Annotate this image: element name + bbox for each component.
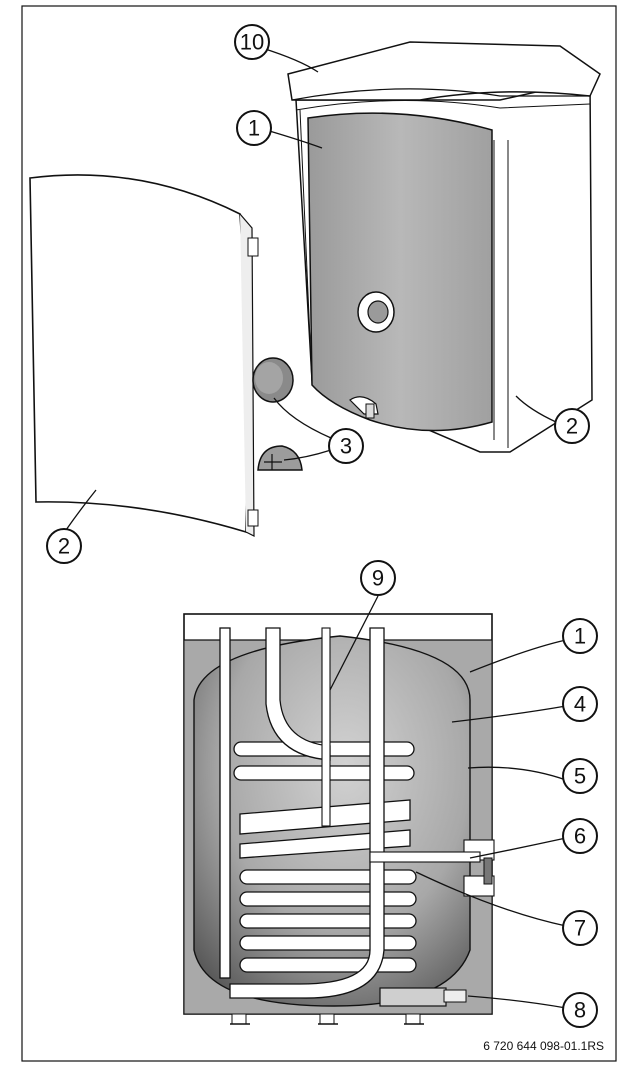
callout-5: 5 [562,758,598,794]
callout-10: 10 [234,24,270,60]
callout-2-right: 2 [554,408,590,444]
sensor-well [321,627,331,827]
leader-lines [65,47,567,1009]
callout-4: 4 [562,686,598,722]
callout-4-label: 4 [574,692,586,717]
callout-2-left-label: 2 [58,534,70,559]
figure-frame [21,5,617,1062]
callout-3: 3 [328,428,364,464]
callout-5-label: 5 [574,764,586,789]
callout-1-top: 1 [236,110,272,146]
callout-1-bottom-label: 1 [574,624,586,649]
callout-8: 8 [562,992,598,1028]
callout-9: 9 [360,560,396,596]
callout-2-right-label: 2 [566,414,578,439]
cover-caps [252,357,303,471]
drain-fitting [349,396,379,419]
callout-10-label: 10 [240,30,264,55]
callout-8-label: 8 [574,998,586,1023]
front-door-panel [29,174,259,537]
cabinet-body [295,79,593,453]
temperature-sensor [369,851,481,863]
callout-7-label: 7 [574,916,586,941]
callout-3-label: 3 [340,434,352,459]
callout-6: 6 [562,818,598,854]
tank-cutaway [183,613,495,1025]
top-cover [287,41,601,111]
callout-2-left: 2 [46,528,82,564]
pipe-port [357,291,395,333]
callout-1-top-label: 1 [248,116,260,141]
figure-code: 6 720 644 098-01.1RS [483,1039,604,1053]
callout-6-label: 6 [574,824,586,849]
callout-7: 7 [562,910,598,946]
callout-9-label: 9 [372,566,384,591]
drain-valve [379,987,447,1007]
callout-1-bottom: 1 [562,618,598,654]
